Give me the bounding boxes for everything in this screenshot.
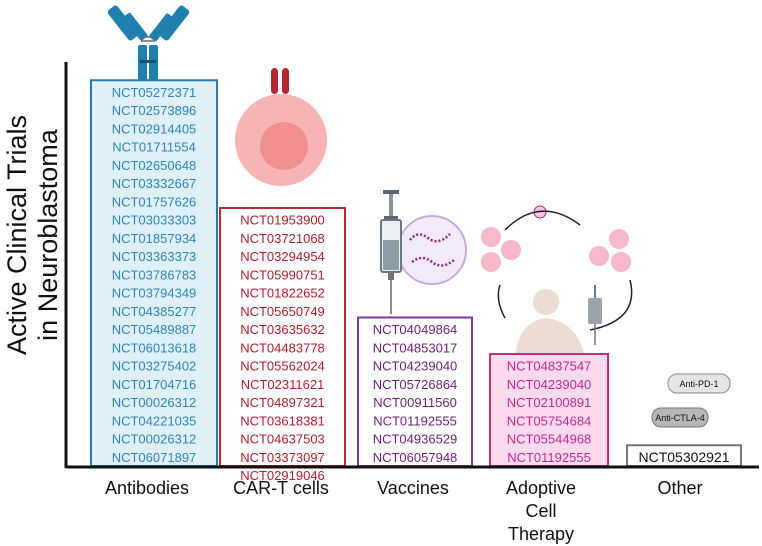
trial-id-label: NCT01711554 — [112, 140, 196, 155]
trial-id-label: NCT03363373 — [112, 249, 197, 264]
x-tick-labels: Antibodies CAR-T cells Vaccines AdoptiveCel… — [105, 478, 703, 544]
trial-id-label: NCT05650749 — [240, 304, 325, 319]
x-tick-label-antibodies: Antibodies — [105, 478, 189, 498]
trial-id-label: NCT06071897 — [112, 450, 197, 465]
trial-id-label: NCT01192555 — [507, 450, 591, 465]
trial-id-label: NCT04483778 — [240, 340, 325, 355]
trial-id-label: NCT02573896 — [112, 103, 197, 118]
trial-id-label: NCT04239040 — [507, 377, 592, 392]
syringe-icon — [380, 190, 467, 314]
trial-id-label: NCT03294954 — [240, 249, 325, 264]
trial-id-label: NCT04049864 — [373, 322, 458, 337]
trial-id-label: NCT05302921 — [638, 449, 729, 465]
trial-id-label: NCT05754684 — [507, 413, 592, 428]
bar-car-t-cells — [219, 207, 346, 467]
trial-id-label: NCT03794349 — [112, 286, 197, 301]
trial-id-label: NCT03635632 — [240, 322, 325, 337]
annotation-anti-ctla-4: Anti-CTLA-4 — [655, 413, 705, 423]
bar-vaccines — [357, 316, 473, 467]
trial-id-label: NCT06057948 — [373, 450, 458, 465]
x-tick-label-adoptive-cell-therapy: Cell — [525, 501, 556, 521]
x-tick-label-other: Other — [657, 478, 702, 498]
trial-id-label: NCT03786783 — [112, 267, 197, 282]
trial-id-label: NCT02311621 — [241, 377, 325, 392]
checkpoint-pill-icon — [651, 373, 731, 428]
trial-id-label: NCT04385277 — [112, 304, 197, 319]
trial-id-label: NCT00911560 — [373, 395, 457, 410]
trial-id-label: NCT03332667 — [112, 176, 197, 191]
antibody-icon — [107, 5, 190, 87]
trial-id-label: NCT01953900 — [240, 213, 325, 228]
trial-id-label: NCT00026312 — [112, 395, 197, 410]
trial-id-label: NCT01822652 — [240, 286, 325, 301]
trial-id-label: NCT03275402 — [112, 359, 197, 374]
trial-id-label: NCT03033303 — [112, 213, 197, 228]
trial-id-label: NCT01192555 — [373, 413, 457, 428]
trial-id-label: NCT04853017 — [373, 340, 458, 355]
trial-id-label: NCT03618381 — [240, 413, 325, 428]
trial-id-label: NCT05272371 — [112, 85, 197, 100]
trial-id-label: NCT04239040 — [373, 359, 458, 374]
x-tick-label-car-t-cells: CAR-T cells — [233, 478, 329, 498]
x-tick-label-adoptive-cell-therapy: Therapy — [508, 524, 574, 544]
car-t-cell-icon — [235, 68, 327, 186]
trial-id-label: NCT04936529 — [373, 432, 458, 447]
trial-id-label: NCT06013618 — [112, 340, 197, 355]
bars-layer: NCT05272371NCT02573896NCT02914405NCT0171… — [90, 79, 742, 483]
trial-id-label: NCT01704716 — [112, 377, 197, 392]
annotation-anti-pd-1: Anti-PD-1 — [679, 379, 718, 389]
trial-id-label: NCT04837547 — [507, 359, 592, 374]
trial-id-label: NCT02914405 — [112, 121, 197, 136]
trial-id-label: NCT05489887 — [112, 322, 197, 337]
annotations-layer: Anti-PD-1 Anti-CTLA-4 — [655, 379, 718, 423]
trial-id-label: NCT03721068 — [240, 231, 325, 246]
icons-layer — [107, 5, 731, 428]
trial-id-label: NCT01757626 — [112, 194, 197, 209]
trial-id-label: NCT02100891 — [507, 395, 592, 410]
trial-id-label: NCT05544968 — [507, 432, 592, 447]
trial-id-label: NCT04221035 — [112, 413, 197, 428]
trial-id-label: NCT01857934 — [112, 231, 197, 246]
trial-id-label: NCT04897321 — [240, 395, 325, 410]
trial-id-label: NCT05726864 — [373, 377, 458, 392]
bar-adoptive-cell-therapy — [489, 353, 609, 467]
bar-antibodies — [90, 79, 218, 467]
trial-id-label: NCT02650648 — [112, 158, 197, 173]
trial-id-label: NCT04637503 — [240, 432, 325, 447]
trial-id-label: NCT03373097 — [240, 450, 325, 465]
trial-id-label: NCT00026312 — [112, 432, 197, 447]
x-tick-label-adoptive-cell-therapy: Adoptive — [506, 478, 576, 498]
axes-layer — [64, 62, 759, 469]
trial-id-label: NCT05562024 — [240, 359, 325, 374]
x-tick-label-vaccines: Vaccines — [377, 478, 449, 498]
trial-id-label: NCT05990751 — [240, 267, 325, 282]
adoptive-cell-therapy-icon — [481, 205, 633, 358]
trial-id-label: NCT02919046 — [240, 468, 325, 483]
